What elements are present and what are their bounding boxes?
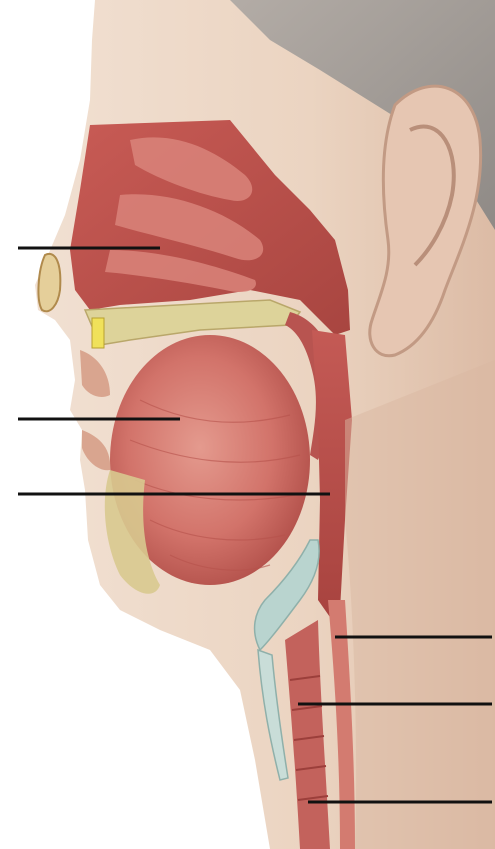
incisor-tooth	[92, 318, 104, 348]
nose-cartilage	[38, 254, 60, 311]
neck-shadow	[345, 360, 495, 849]
